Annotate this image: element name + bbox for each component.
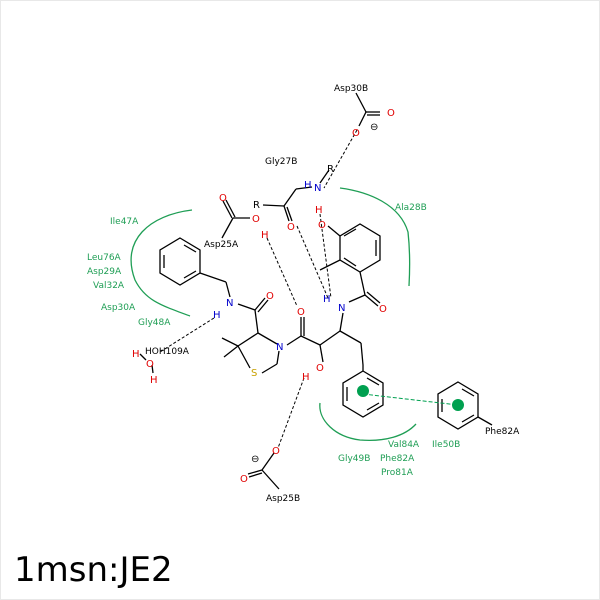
pi-stacking-line (362, 393, 459, 406)
hydroxy-chain (319, 312, 364, 366)
label-hoh109a: HOH109A (145, 347, 190, 357)
hbond-ala28b (319, 213, 332, 299)
atom-h-amide-1: H (213, 310, 221, 321)
label-leu76a: Leu76A (87, 253, 122, 263)
asp25a-acid (221, 199, 250, 239)
atom-n-amide-2: N (338, 303, 345, 314)
atom-h-gly27b: H (304, 180, 312, 191)
atom-o-gly27b: O (287, 222, 295, 233)
atom-h-hydroxyl: H (302, 372, 310, 383)
atom-r-gly27b: R (327, 164, 334, 175)
atom-h-water-2: H (150, 375, 158, 386)
atom-o-water: O (146, 359, 154, 370)
atom-n-amide-1: N (226, 298, 233, 309)
atom-o-asp25a-2: O (252, 214, 260, 225)
hbond-asp25a (266, 237, 298, 307)
label-val32a: Val32A (93, 281, 125, 291)
label-gly48a: Gly48A (138, 318, 171, 328)
thiazolidine-core (221, 297, 321, 374)
label-phe82a: Phe82A (380, 454, 415, 464)
label-asp30b: Asp30B (334, 84, 368, 94)
pi-centroid-ligand (357, 385, 369, 397)
atom-s-thiazolidine: S (251, 368, 257, 379)
atom-o-asp25b-1: O (272, 446, 280, 457)
atom-h-phenol: H (315, 205, 323, 216)
atom-o-amide-1: O (266, 291, 274, 302)
asp30b-carboxylate (355, 92, 380, 127)
hbond-water (159, 317, 215, 353)
atom-r-gly27b-2: R (253, 200, 260, 211)
hydrophobic-arc-bottom (319, 402, 417, 442)
label-gly49b: Gly49B (338, 454, 370, 464)
atom-h-amide-2: H (323, 294, 331, 305)
label-val84a: Val84A (388, 440, 420, 450)
atom-n-gly27b: N (314, 183, 321, 194)
benzyl-ring (159, 237, 231, 298)
atom-h-water-1: H (132, 349, 140, 360)
label-phe82a-pi: Phe82A (485, 427, 520, 437)
hbond-gly27b (296, 225, 329, 299)
charge-asp25b: ⊖ (251, 454, 259, 465)
atom-o-asp30b-2: O (352, 128, 360, 139)
charge-asp30b: ⊖ (370, 122, 378, 133)
label-asp25a: Asp25A (204, 240, 239, 250)
atom-o-carbonyl: O (297, 307, 305, 318)
gly27b-fragment (262, 169, 330, 222)
water-molecule (139, 353, 154, 374)
atom-o-asp30b-1: O (387, 108, 395, 119)
atom-o-asp25b-2: O (240, 474, 248, 485)
label-asp29a: Asp29A (87, 267, 122, 277)
atom-o-benzamide: O (379, 304, 387, 315)
hbond-asp30b (323, 129, 358, 189)
hbond-asp25b (277, 377, 305, 449)
phe82a-ring (437, 381, 493, 430)
label-ala28b: Ala28B (395, 203, 427, 213)
phenyl-ring (342, 365, 384, 418)
atom-n-thiazolidine: N (276, 342, 283, 353)
label-asp30a: Asp30A (101, 303, 136, 313)
hydrophobic-arc-left (130, 209, 193, 317)
label-asp25b: Asp25B (266, 494, 300, 504)
atom-h-asp25a: H (261, 230, 269, 241)
atom-o-hydroxyl: O (316, 363, 324, 374)
atom-o-phenol: O (318, 220, 326, 231)
atom-o-asp25a-1: O (219, 193, 227, 204)
diagram-title: 1msn:JE2 (14, 550, 173, 590)
label-ile47a: Ile47A (110, 217, 139, 227)
pi-centroid-phe82a (452, 399, 464, 411)
hydrophobic-arc-right (339, 187, 411, 287)
label-gly27b: Gly27B (265, 157, 297, 167)
asp25b-carboxylate (247, 452, 280, 490)
label-ile50b: Ile50B (432, 440, 460, 450)
benzamide (319, 223, 381, 307)
label-pro81a: Pro81A (381, 468, 414, 478)
